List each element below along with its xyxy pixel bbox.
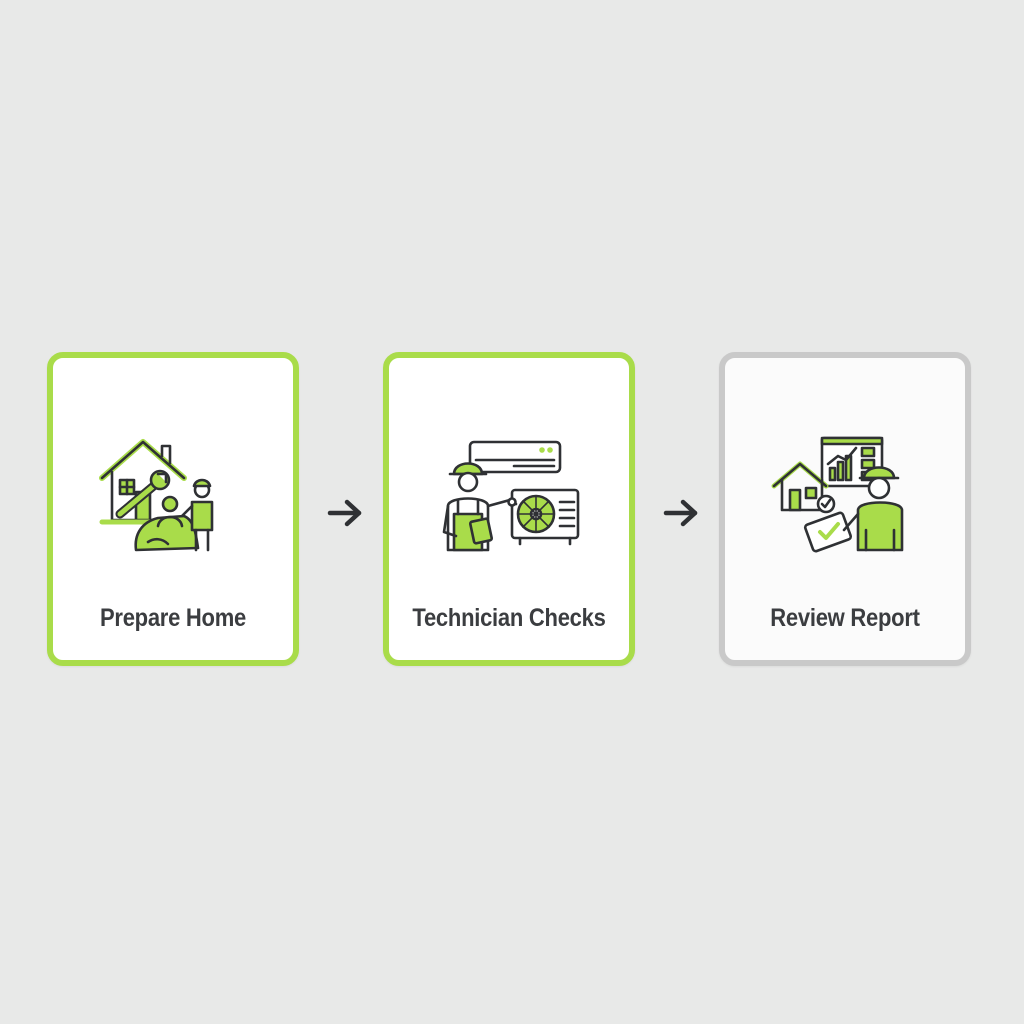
step-card-review-report: Review Report [719,352,971,666]
step-label: Review Report [770,604,920,632]
report-review-icon [771,436,904,553]
step-label: Prepare Home [99,604,246,632]
step-label: Technician Checks [412,604,606,632]
house-wrench-technician-icon [99,439,214,552]
technician-ac-unit-icon [442,440,580,552]
step-card-technician-checks: Technician Checks [383,352,635,666]
step-card-prepare-home: Prepare Home [47,352,299,666]
arrow-right-icon [663,499,698,527]
arrow-right-icon [327,499,362,527]
